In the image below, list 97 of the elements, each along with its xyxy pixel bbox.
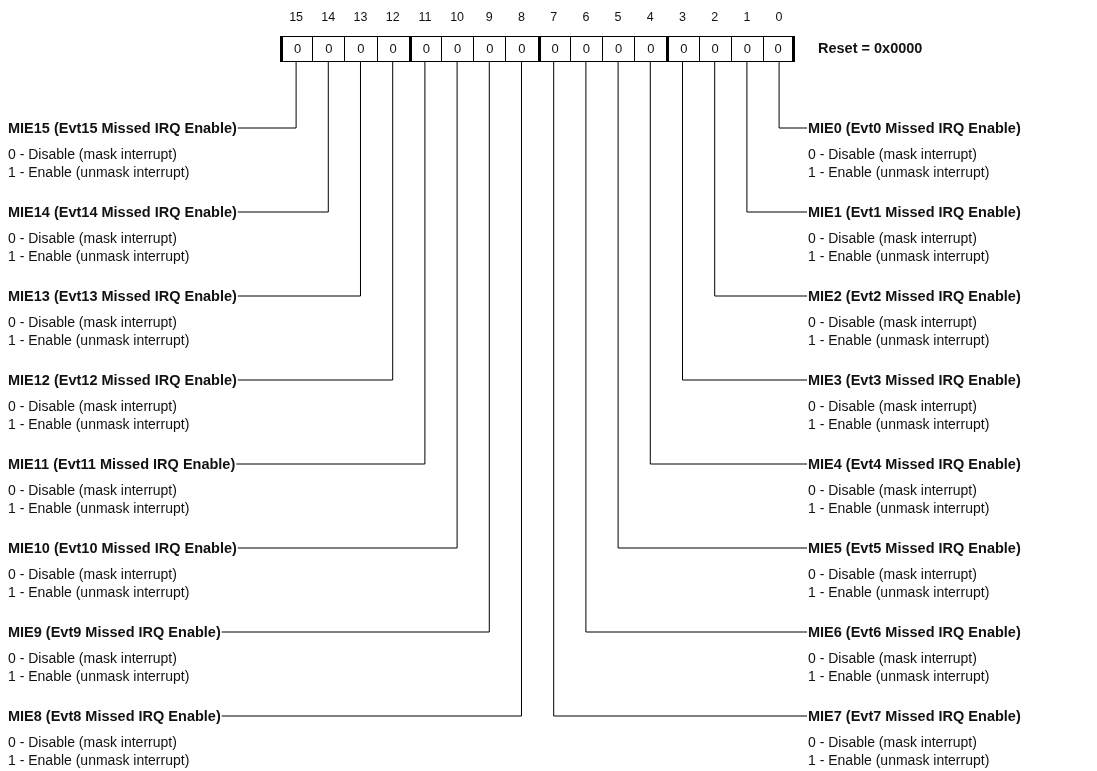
bit-number: 15 — [288, 10, 305, 24]
field-value-description: 0 - Disable (mask interrupt) — [8, 229, 177, 247]
bit-cell: 0 — [666, 36, 699, 62]
bit-number: 7 — [549, 10, 559, 24]
leader-line — [553, 61, 808, 717]
bit-number: 8 — [517, 10, 526, 24]
field-value-description: 0 - Disable (mask interrupt) — [808, 229, 977, 247]
bit-number: 10 — [449, 10, 466, 24]
field-name: MIE0 (Evt0 Missed IRQ Enable) — [808, 119, 1021, 137]
field-value-description: 1 - Enable (unmask interrupt) — [8, 163, 190, 181]
leader-line — [649, 61, 808, 465]
field-value-description: 0 - Disable (mask interrupt) — [808, 481, 977, 499]
field-name: MIE8 (Evt8 Missed IRQ Enable) — [8, 707, 221, 725]
leader-line — [778, 61, 808, 129]
field-name: MIE1 (Evt1 Missed IRQ Enable) — [808, 203, 1021, 221]
bit-cell: 0 — [763, 36, 796, 62]
field-value-description: 0 - Disable (mask interrupt) — [8, 145, 177, 163]
field-name: MIE10 (Evt10 Missed IRQ Enable) — [8, 539, 237, 557]
leader-line — [714, 61, 808, 297]
field-value-description: 1 - Enable (unmask interrupt) — [8, 583, 190, 601]
leader-line — [237, 61, 361, 297]
bit-number: 6 — [581, 10, 591, 24]
leader-line — [237, 61, 394, 381]
field-value-description: 1 - Enable (unmask interrupt) — [808, 415, 990, 433]
field-value-description: 1 - Enable (unmask interrupt) — [8, 247, 190, 265]
leader-line — [746, 61, 808, 213]
bit-cell: 0 — [344, 36, 377, 62]
leader-line — [682, 61, 808, 381]
leader-line — [221, 61, 490, 633]
field-name: MIE14 (Evt14 Missed IRQ Enable) — [8, 203, 237, 221]
field-value-description: 0 - Disable (mask interrupt) — [8, 733, 177, 751]
bit-number: 13 — [352, 10, 369, 24]
leader-line — [585, 61, 808, 633]
bit-number: 1 — [742, 10, 752, 24]
bit-number: 14 — [320, 10, 337, 24]
leader-line — [237, 61, 458, 549]
leader-line — [237, 61, 297, 129]
field-name: MIE11 (Evt11 Missed IRQ Enable) — [8, 455, 236, 473]
field-value-description: 1 - Enable (unmask interrupt) — [808, 751, 990, 769]
field-value-description: 0 - Disable (mask interrupt) — [8, 565, 177, 583]
field-value-description: 0 - Disable (mask interrupt) — [808, 649, 977, 667]
field-value-description: 1 - Enable (unmask interrupt) — [8, 667, 190, 685]
field-value-description: 0 - Disable (mask interrupt) — [8, 481, 177, 499]
bit-cell: 0 — [602, 36, 635, 62]
bit-number: 4 — [645, 10, 655, 24]
field-value-description: 1 - Enable (unmask interrupt) — [8, 331, 190, 349]
field-value-description: 1 - Enable (unmask interrupt) — [8, 415, 190, 433]
reset-value-note: Reset = 0x0000 — [818, 40, 923, 56]
field-value-description: 0 - Disable (mask interrupt) — [808, 145, 977, 163]
field-value-description: 0 - Disable (mask interrupt) — [808, 313, 977, 331]
field-name: MIE3 (Evt3 Missed IRQ Enable) — [808, 371, 1021, 389]
field-value-description: 1 - Enable (unmask interrupt) — [808, 331, 990, 349]
field-value-description: 0 - Disable (mask interrupt) — [8, 397, 177, 415]
bit-cell: 0 — [376, 36, 409, 62]
leader-line — [617, 61, 808, 549]
field-value-description: 1 - Enable (unmask interrupt) — [8, 499, 190, 517]
field-value-description: 0 - Disable (mask interrupt) — [8, 649, 177, 667]
field-name: MIE5 (Evt5 Missed IRQ Enable) — [808, 539, 1021, 557]
bit-number: 9 — [484, 10, 494, 24]
field-name: MIE4 (Evt4 Missed IRQ Enable) — [808, 455, 1021, 473]
field-value-description: 1 - Enable (unmask interrupt) — [808, 163, 990, 181]
bit-number: 12 — [384, 10, 401, 24]
bit-number: 5 — [613, 10, 623, 24]
bit-cell: 0 — [698, 36, 731, 62]
bit-cell: 0 — [537, 36, 570, 62]
bit-number: 11 — [417, 10, 433, 24]
leader-line — [237, 61, 329, 213]
bit-number: 3 — [678, 10, 687, 24]
field-name: MIE6 (Evt6 Missed IRQ Enable) — [808, 623, 1021, 641]
bit-cell: 0 — [634, 36, 667, 62]
field-value-description: 1 - Enable (unmask interrupt) — [8, 751, 190, 769]
bit-cell: 0 — [280, 36, 313, 62]
field-value-description: 0 - Disable (mask interrupt) — [808, 397, 977, 415]
bit-cell: 0 — [408, 36, 441, 62]
bit-cell: 0 — [505, 36, 538, 62]
bit-number: 0 — [774, 10, 784, 24]
field-name: MIE12 (Evt12 Missed IRQ Enable) — [8, 371, 237, 389]
leader-line — [235, 61, 426, 465]
field-value-description: 1 - Enable (unmask interrupt) — [808, 499, 990, 517]
field-name: MIE9 (Evt9 Missed IRQ Enable) — [8, 623, 221, 641]
field-name: MIE13 (Evt13 Missed IRQ Enable) — [8, 287, 237, 305]
field-value-description: 1 - Enable (unmask interrupt) — [808, 583, 990, 601]
field-name: MIE2 (Evt2 Missed IRQ Enable) — [808, 287, 1021, 305]
bit-number: 2 — [710, 10, 720, 24]
bit-cell: 0 — [312, 36, 345, 62]
field-value-description: 0 - Disable (mask interrupt) — [808, 565, 977, 583]
bit-cell: 0 — [569, 36, 602, 62]
field-value-description: 1 - Enable (unmask interrupt) — [808, 667, 990, 685]
bit-cell: 0 — [441, 36, 474, 62]
field-value-description: 0 - Disable (mask interrupt) — [8, 313, 177, 331]
field-name: MIE15 (Evt15 Missed IRQ Enable) — [8, 119, 237, 137]
bit-cell: 0 — [473, 36, 506, 62]
field-value-description: 1 - Enable (unmask interrupt) — [808, 247, 990, 265]
leader-line — [221, 61, 522, 717]
field-name: MIE7 (Evt7 Missed IRQ Enable) — [808, 707, 1021, 725]
field-value-description: 0 - Disable (mask interrupt) — [808, 733, 977, 751]
bit-cell: 0 — [730, 36, 763, 62]
